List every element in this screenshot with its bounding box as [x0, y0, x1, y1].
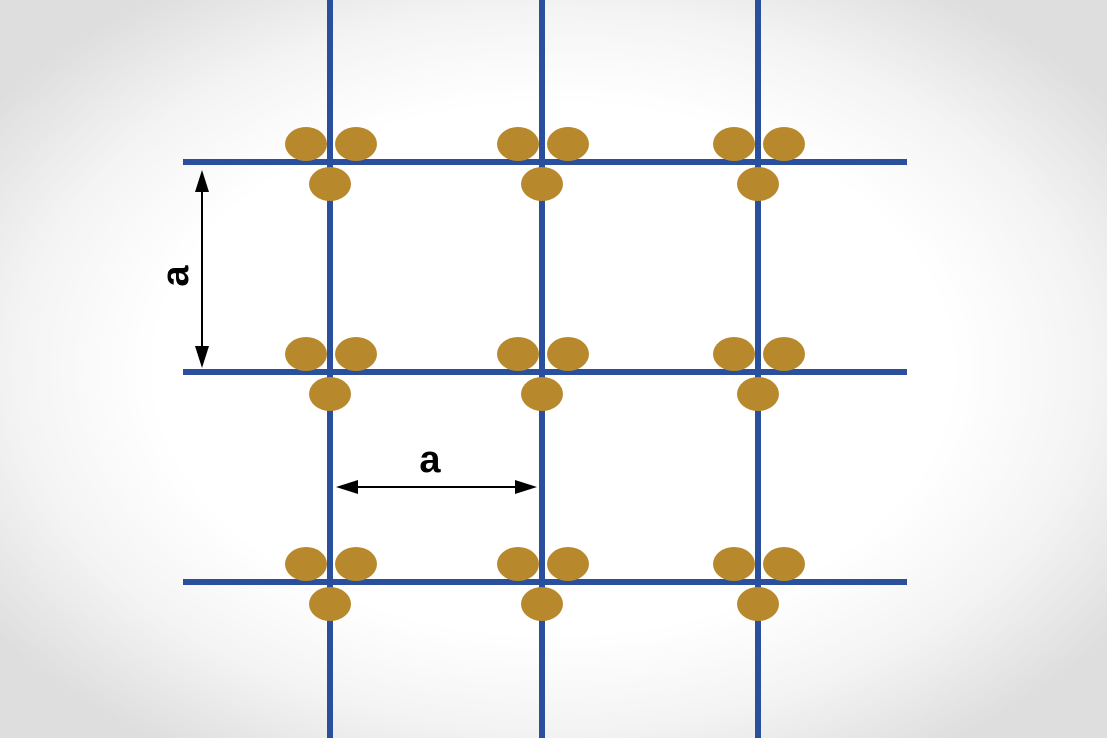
atom-r2-c3-upper-left — [713, 337, 755, 371]
atom-r2-c1-upper-right — [335, 337, 377, 371]
dimension-vertical-label: a — [155, 265, 197, 287]
atom-r3-c1-upper-right — [335, 547, 377, 581]
atom-r3-c3-upper-left — [713, 547, 755, 581]
atom-r3-c1-lower — [309, 587, 351, 621]
atom-r3-c3-lower — [737, 587, 779, 621]
atom-r2-c2-upper-left — [497, 337, 539, 371]
atom-r3-c2-upper-right — [547, 547, 589, 581]
atom-r3-c2-upper-left — [497, 547, 539, 581]
atom-r1-c2-upper-right — [547, 127, 589, 161]
atom-clusters — [285, 127, 805, 621]
atom-r2-c1-upper-left — [285, 337, 327, 371]
atom-r2-c2-upper-right — [547, 337, 589, 371]
dimension-horizontal: a — [336, 439, 537, 494]
atom-r1-c2-upper-left — [497, 127, 539, 161]
atom-r1-c3-upper-right — [763, 127, 805, 161]
atom-r2-c1-lower — [309, 377, 351, 411]
atom-r1-c1-lower — [309, 167, 351, 201]
dimension-horizontal-arrow-right — [515, 480, 537, 494]
dimension-vertical-arrow-top — [195, 170, 209, 192]
dimension-horizontal-label: a — [419, 439, 441, 481]
dimension-vertical-arrow-bottom — [195, 346, 209, 368]
atom-r2-c3-upper-right — [763, 337, 805, 371]
atom-r1-c3-upper-left — [713, 127, 755, 161]
atom-r1-c1-upper-right — [335, 127, 377, 161]
grid-lines — [183, 0, 907, 738]
dimension-vertical: a — [155, 170, 209, 368]
atom-r1-c3-lower — [737, 167, 779, 201]
dimension-horizontal-arrow-left — [336, 480, 358, 494]
atom-r1-c1-upper-left — [285, 127, 327, 161]
atom-r2-c2-lower — [521, 377, 563, 411]
atom-r3-c3-upper-right — [763, 547, 805, 581]
atom-r3-c2-lower — [521, 587, 563, 621]
atom-r2-c3-lower — [737, 377, 779, 411]
atom-r1-c2-lower — [521, 167, 563, 201]
atom-r3-c1-upper-left — [285, 547, 327, 581]
